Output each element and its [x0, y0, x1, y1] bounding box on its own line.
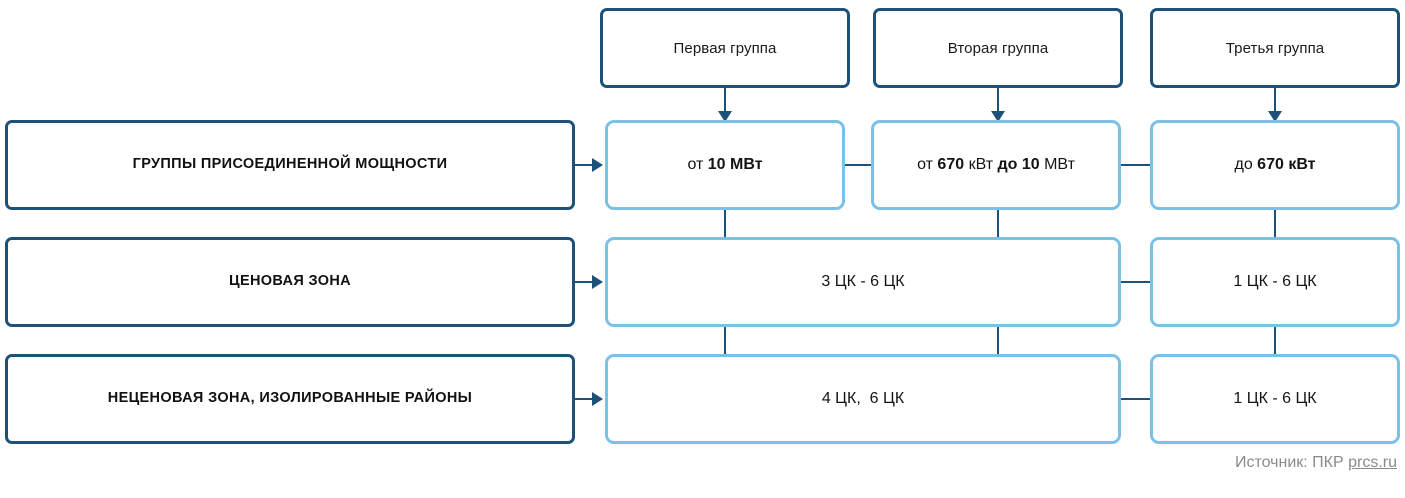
cell-price-zone-3-text: 1 ЦК - 6 ЦК: [1233, 273, 1317, 290]
arrowhead-down-col2: [991, 111, 1005, 122]
connector-header-to-row1-col2: [997, 88, 999, 114]
column-header-label: Первая группа: [673, 39, 777, 57]
cell-nonprice-zone-3-text: 1 ЦК - 6 ЦК: [1233, 390, 1317, 407]
source-note: Источник: ПКР prcs.ru: [1217, 436, 1397, 490]
cell-price-zone-merged-text: 3 ЦК - 6 ЦК: [821, 273, 905, 290]
connector-row1-col2-col3: [1121, 164, 1150, 166]
row-label-power-groups[interactable]: ГРУППЫ ПРИСОЕДИНЕННОЙ МОЩНОСТИ: [5, 120, 575, 210]
connector-row2-to-row3-col2: [997, 327, 999, 354]
cell-power-group-2-text: от 670 кВт до 10 МВт: [917, 156, 1075, 173]
cell-nonprice-zone-merged[interactable]: 4 ЦК, 6 ЦК: [605, 354, 1121, 444]
arrowhead-down-col3: [1268, 111, 1282, 122]
source-link[interactable]: prcs.ru: [1348, 454, 1397, 471]
connector-label-to-row1: [575, 164, 597, 166]
cell-power-group-2[interactable]: от 670 кВт до 10 МВт: [871, 120, 1121, 210]
column-header-first-group[interactable]: Первая группа: [600, 8, 850, 88]
connector-row2-to-row3-col3: [1274, 327, 1276, 354]
cell-nonprice-zone-3[interactable]: 1 ЦК - 6 ЦК: [1150, 354, 1400, 444]
cell-power-group-3-text: до 670 кВт: [1234, 156, 1316, 173]
connector-label-to-row2: [575, 281, 597, 283]
column-header-label: Третья группа: [1225, 39, 1325, 57]
row-label-price-zone[interactable]: ЦЕНОВАЯ ЗОНА: [5, 237, 575, 327]
cell-price-zone-3[interactable]: 1 ЦК - 6 ЦК: [1150, 237, 1400, 327]
row-label-text: НЕЦЕНОВАЯ ЗОНА, ИЗОЛИРОВАННЫЕ РАЙОНЫ: [107, 390, 473, 407]
arrowhead-right-row3: [592, 392, 603, 406]
connector-row3-merged-col3: [1121, 398, 1150, 400]
cell-power-group-3[interactable]: до 670 кВт: [1150, 120, 1400, 210]
connector-label-to-row3: [575, 398, 597, 400]
column-header-second-group[interactable]: Вторая группа: [873, 8, 1123, 88]
arrowhead-right-row1: [592, 158, 603, 172]
connector-row1-col1-col2: [845, 164, 871, 166]
connector-row2-merged-col3: [1121, 281, 1150, 283]
connector-row1-to-row2-col1: [724, 210, 726, 237]
arrowhead-right-row2: [592, 275, 603, 289]
connector-header-to-row1-col3: [1274, 88, 1276, 114]
cell-price-zone-merged[interactable]: 3 ЦК - 6 ЦК: [605, 237, 1121, 327]
cell-power-group-1-text: от 10 МВт: [687, 156, 763, 173]
source-prefix: Источник: ПКР: [1234, 454, 1349, 471]
connector-row1-to-row2-col3: [1274, 210, 1276, 237]
column-header-third-group[interactable]: Третья группа: [1150, 8, 1400, 88]
row-label-text: ГРУППЫ ПРИСОЕДИНЕННОЙ МОЩНОСТИ: [132, 156, 448, 173]
cell-power-group-1[interactable]: от 10 МВт: [605, 120, 845, 210]
row-label-text: ЦЕНОВАЯ ЗОНА: [229, 273, 351, 290]
connector-header-to-row1-col1: [724, 88, 726, 114]
row-label-nonprice-zone[interactable]: НЕЦЕНОВАЯ ЗОНА, ИЗОЛИРОВАННЫЕ РАЙОНЫ: [5, 354, 575, 444]
arrowhead-down-col1: [718, 111, 732, 122]
column-header-label: Вторая группа: [947, 39, 1049, 57]
connector-row2-to-row3-col1: [724, 327, 726, 354]
cell-nonprice-zone-merged-text: 4 ЦК, 6 ЦК: [821, 390, 905, 407]
connector-row1-to-row2-col2: [997, 210, 999, 237]
